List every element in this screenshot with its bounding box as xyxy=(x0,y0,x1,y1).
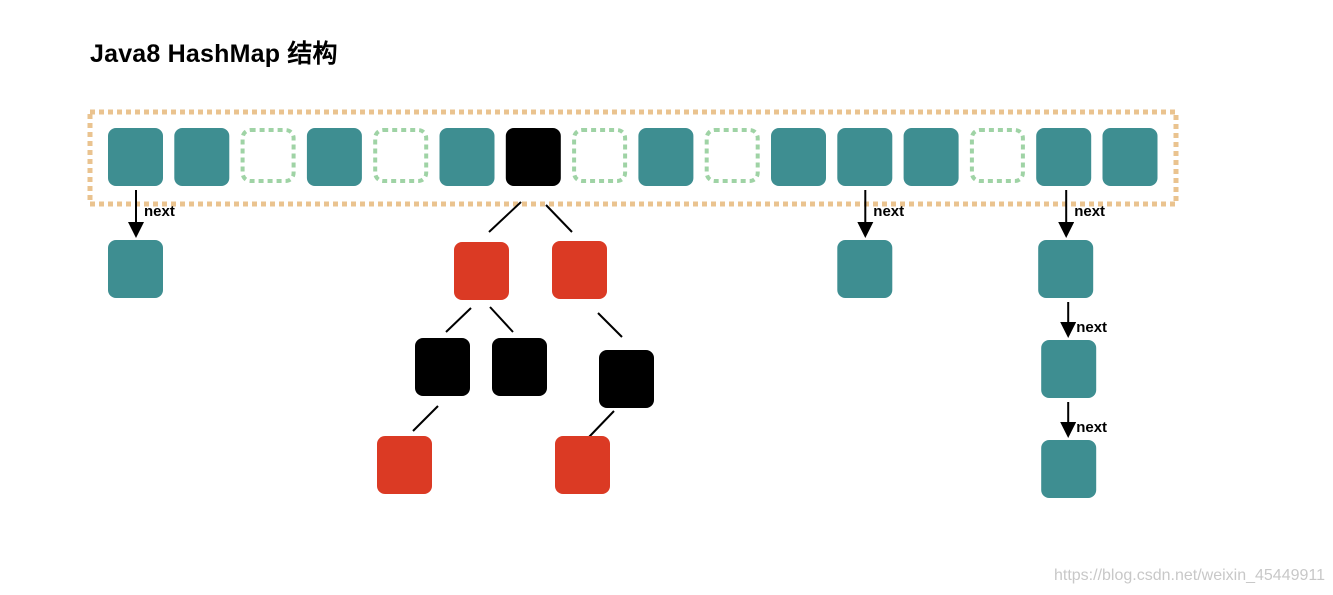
black-tree-node xyxy=(492,338,547,396)
next-label: next xyxy=(1074,203,1105,220)
next-label: next xyxy=(144,203,175,220)
next-label: next xyxy=(873,203,904,220)
tree-edge xyxy=(488,201,522,233)
bucket xyxy=(903,128,959,186)
red-tree-node xyxy=(555,436,610,494)
next-label: next xyxy=(1076,419,1107,436)
bucket xyxy=(439,128,495,186)
chain-node xyxy=(837,240,893,298)
tree-edge xyxy=(489,306,514,333)
bucket xyxy=(638,128,694,186)
empty-bucket xyxy=(373,128,429,183)
tree-edge xyxy=(412,405,439,432)
empty-bucket xyxy=(240,128,296,183)
red-tree-node xyxy=(377,436,432,494)
tree-edge xyxy=(588,410,615,438)
bucket xyxy=(1102,128,1158,186)
watermark: https://blog.csdn.net/weixin_45449911 xyxy=(1053,567,1325,584)
nodes xyxy=(108,240,1097,498)
tree-root-bucket xyxy=(505,128,561,186)
tree-edge xyxy=(445,307,472,333)
next-label: next xyxy=(1076,319,1107,336)
tree-edge xyxy=(597,312,623,338)
chain-node xyxy=(1041,440,1097,498)
diagram-title: Java8 HashMap 结构 xyxy=(90,40,338,68)
black-tree-node xyxy=(599,350,654,408)
bucket xyxy=(1036,128,1092,186)
tree-edge xyxy=(545,204,573,233)
chain-node xyxy=(108,240,163,298)
bucket xyxy=(174,128,230,186)
bucket xyxy=(837,128,893,186)
black-tree-node xyxy=(415,338,470,396)
red-tree-node xyxy=(552,241,607,299)
empty-bucket xyxy=(704,128,760,183)
chain-node xyxy=(1038,240,1094,298)
empty-bucket xyxy=(969,128,1025,183)
bucket-array xyxy=(87,109,1179,207)
empty-bucket xyxy=(572,128,628,183)
connector-lines: next next next next next xyxy=(128,190,1107,438)
bucket xyxy=(108,128,163,186)
bucket xyxy=(771,128,826,186)
chain-node xyxy=(1041,340,1097,398)
red-tree-node xyxy=(454,242,509,300)
table-border xyxy=(87,109,1179,207)
bucket xyxy=(306,128,362,186)
